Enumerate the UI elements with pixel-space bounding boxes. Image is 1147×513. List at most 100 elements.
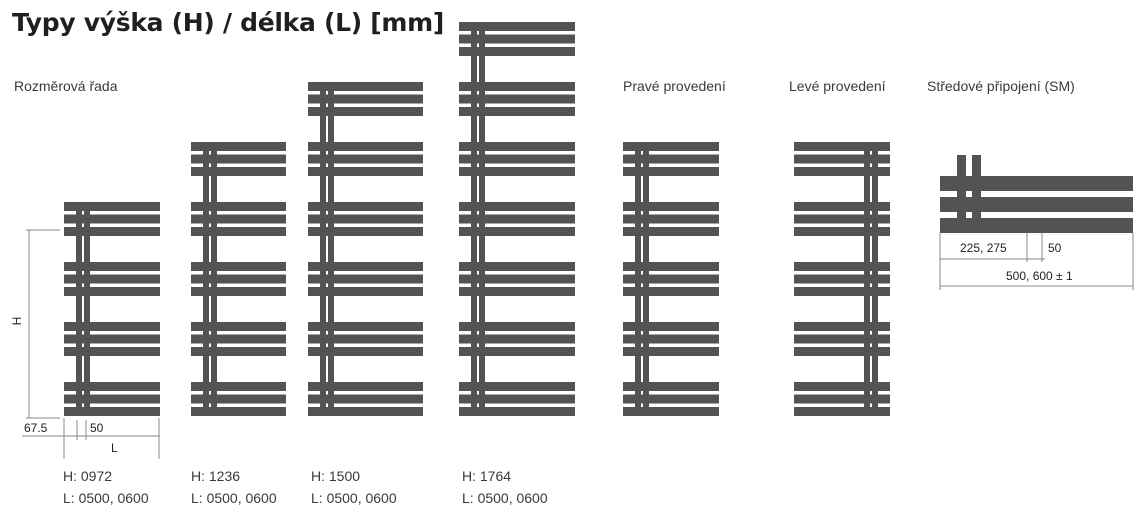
radiator-1500-tube — [308, 334, 423, 344]
dimension-bottom: 67.5 50 L — [22, 418, 160, 459]
radiator-1764-tube — [459, 287, 575, 296]
radiator-1764-tube — [459, 22, 575, 31]
radiator-1764-tube — [459, 394, 575, 404]
radiator-left-tube — [794, 154, 890, 164]
radiator-1500-tube — [308, 167, 423, 176]
radiator-1236-tube — [191, 322, 286, 331]
radiator-right-tube — [623, 142, 719, 151]
center-gap-label: 50 — [1048, 241, 1062, 255]
radiator-1500-tube — [308, 214, 423, 224]
radiator-1764-tube — [459, 47, 575, 56]
radiator-left-pipe — [872, 142, 878, 416]
size-height: H: 1236 — [191, 468, 241, 484]
radiator-1764-tube — [459, 227, 575, 236]
radiator-1500-tube — [308, 202, 423, 211]
radiator-1764-tube — [459, 382, 575, 391]
size-block-1764: H: 1764 L: 0500, 0600 — [462, 465, 548, 509]
radiator-right-pipe — [643, 142, 649, 416]
radiator-0972-tube — [64, 202, 160, 211]
radiator-1500-tube — [308, 154, 423, 164]
radiator-1764-tube — [459, 154, 575, 164]
radiator-0972-tube — [64, 322, 160, 331]
radiator-0972-pipe — [84, 202, 90, 416]
radiator-1500-tube — [308, 94, 423, 104]
radiator-1764-tube — [459, 167, 575, 176]
radiator-1236-tube — [191, 167, 286, 176]
radiator-1236-pipe — [211, 142, 217, 416]
size-block-1236: H: 1236 L: 0500, 0600 — [191, 465, 277, 509]
radiator-1236-pipe — [203, 142, 209, 416]
radiator-left-tube — [794, 407, 890, 416]
radiator-1500-tube — [308, 287, 423, 296]
radiator-left-tube — [794, 274, 890, 284]
radiator-1500-tube — [308, 394, 423, 404]
radiator-1764-tube — [459, 34, 575, 44]
radiator-0972-tube — [64, 227, 160, 236]
radiator-0972-tube — [64, 347, 160, 356]
radiator-1764-pipe — [471, 22, 477, 416]
radiator-1236-tube — [191, 154, 286, 164]
radiator-1764-tube — [459, 322, 575, 331]
size-length: L: 0500, 0600 — [462, 490, 548, 506]
radiator-1500-tube — [308, 262, 423, 271]
radiator-center-tube — [940, 218, 1133, 233]
size-length: L: 0500, 0600 — [311, 490, 397, 506]
radiator-0972-tube — [64, 407, 160, 416]
radiator-right-pipe — [635, 142, 641, 416]
radiator-left-tube — [794, 287, 890, 296]
size-height: H: 0972 — [63, 468, 113, 484]
radiator-1764-tube — [459, 334, 575, 344]
radiator-right-tube — [623, 287, 719, 296]
radiator-center-pipe — [957, 155, 966, 230]
radiator-1764-tube — [459, 274, 575, 284]
radiator-1764-tube — [459, 107, 575, 116]
radiator-center-tube — [940, 176, 1133, 191]
radiator-1764-pipe — [479, 22, 485, 416]
radiator-1236-tube — [191, 287, 286, 296]
radiator-0972-tube — [64, 214, 160, 224]
radiator-right-tube — [623, 322, 719, 331]
radiator-1236-tube — [191, 382, 286, 391]
radiator-0972-pipe — [76, 202, 82, 416]
radiator-right-tube — [623, 202, 719, 211]
radiator-right-tube — [623, 347, 719, 356]
radiator-1236-tube — [191, 334, 286, 344]
radiator-1764-tube — [459, 94, 575, 104]
size-height: H: 1500 — [311, 468, 361, 484]
radiator-1236-tube — [191, 274, 286, 284]
radiator-1236-tube — [191, 347, 286, 356]
radiator-left-pipe — [864, 142, 870, 416]
radiator-1500-tube — [308, 107, 423, 116]
radiator-1764-tube — [459, 262, 575, 271]
radiator-1236-tube — [191, 227, 286, 236]
radiator-1236-tube — [191, 142, 286, 151]
radiator-left-tube — [794, 227, 890, 236]
radiator-right-tube — [623, 394, 719, 404]
radiator-left-tube — [794, 214, 890, 224]
radiator-right-tube — [623, 334, 719, 344]
size-height: H: 1764 — [462, 468, 512, 484]
label-left-version: Levé provedení — [789, 78, 886, 94]
radiator-1764-tube — [459, 214, 575, 224]
radiator-1500-tube — [308, 142, 423, 151]
radiator-left-tube — [794, 262, 890, 271]
radiator-center-tube — [940, 197, 1133, 212]
dimension-height: H — [10, 229, 60, 419]
radiator-1500-tube — [308, 407, 423, 416]
offset-dim-label: 67.5 — [24, 421, 48, 435]
radiator-1764-tube — [459, 82, 575, 91]
dimension-center: 225, 275 50 500, 600 ± 1 — [939, 233, 1134, 290]
radiator-right-tube — [623, 154, 719, 164]
radiator-0972-tube — [64, 287, 160, 296]
radiator-1500-tube — [308, 227, 423, 236]
radiator-illustrations — [64, 22, 1133, 416]
center-offset-label: 225, 275 — [960, 241, 1007, 255]
length-dim-label: L — [111, 441, 118, 455]
height-dim-label: H — [10, 317, 24, 326]
label-center-connection: Středové připojení (SM) — [927, 78, 1075, 94]
radiator-0972-tube — [64, 274, 160, 284]
radiator-1236-tube — [191, 262, 286, 271]
radiator-1764-tube — [459, 202, 575, 211]
radiator-left-tube — [794, 382, 890, 391]
